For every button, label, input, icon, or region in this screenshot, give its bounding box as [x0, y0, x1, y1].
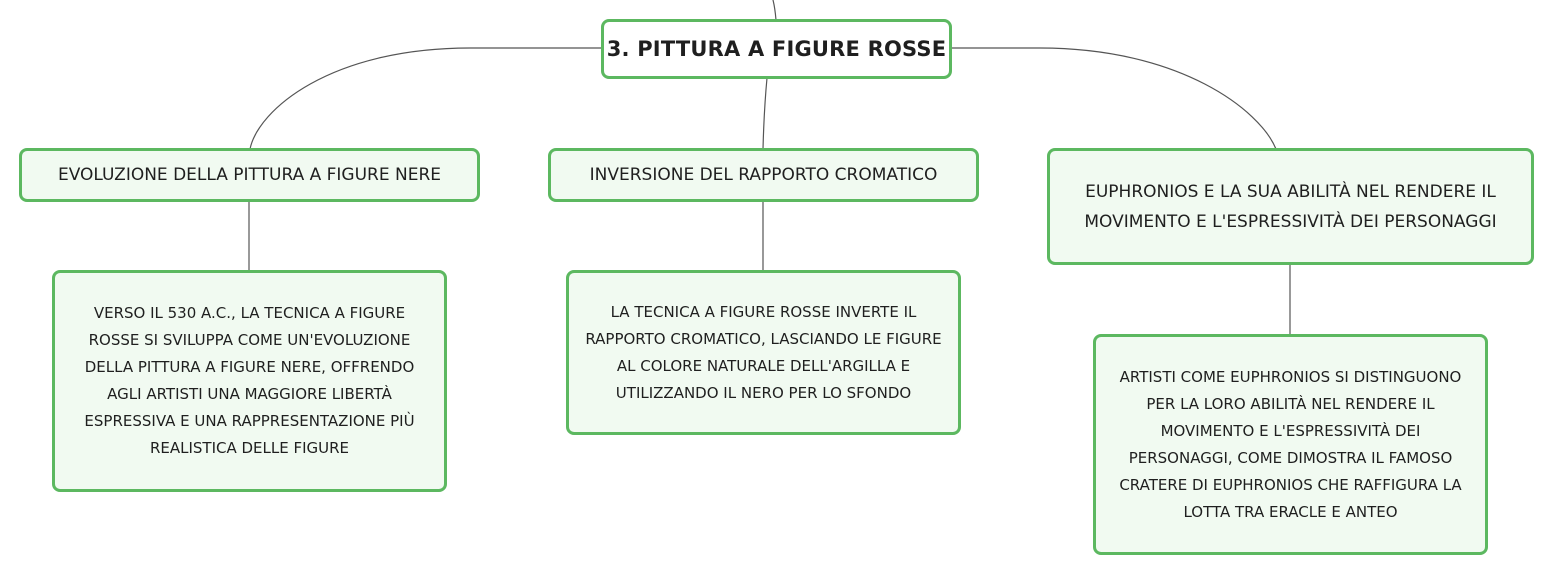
connector-parent-to-root [772, 0, 777, 21]
topic-label: EVOLUZIONE DELLA PITTURA A FIGURE NERE [57, 165, 442, 185]
topic-euphronios[interactable]: EUPHRONIOS E LA SUA ABILITÀ NEL RENDERE … [1047, 148, 1534, 265]
topic-label: EUPHRONIOS E LA SUA ABILITÀ NEL RENDERE … [1084, 181, 1497, 232]
detail-text: LA TECNICA A FIGURE ROSSE INVERTE IL RAP… [585, 302, 942, 402]
root-topic[interactable]: 3. PITTURA A FIGURE ROSSE [601, 19, 952, 79]
connector-root-to-topic-2 [762, 77, 768, 150]
connector-root-to-topic-3 [951, 47, 1277, 150]
root-topic-label: 3. PITTURA A FIGURE ROSSE [606, 37, 947, 61]
topic-inversione[interactable]: INVERSIONE DEL RAPPORTO CROMATICO [548, 148, 979, 202]
topic-label: INVERSIONE DEL RAPPORTO CROMATICO [589, 165, 938, 185]
detail-text: VERSO IL 530 A.C., LA TECNICA A FIGURE R… [84, 304, 415, 457]
detail-evoluzione[interactable]: VERSO IL 530 A.C., LA TECNICA A FIGURE R… [52, 270, 447, 492]
detail-euphronios[interactable]: ARTISTI COME EUPHRONIOS SI DISTINGUONO P… [1093, 334, 1488, 555]
detail-text: ARTISTI COME EUPHRONIOS SI DISTINGUONO P… [1119, 367, 1462, 521]
topic-evoluzione[interactable]: EVOLUZIONE DELLA PITTURA A FIGURE NERE [19, 148, 480, 202]
connector-root-to-topic-1 [249, 47, 602, 150]
detail-inversione[interactable]: LA TECNICA A FIGURE ROSSE INVERTE IL RAP… [566, 270, 961, 435]
